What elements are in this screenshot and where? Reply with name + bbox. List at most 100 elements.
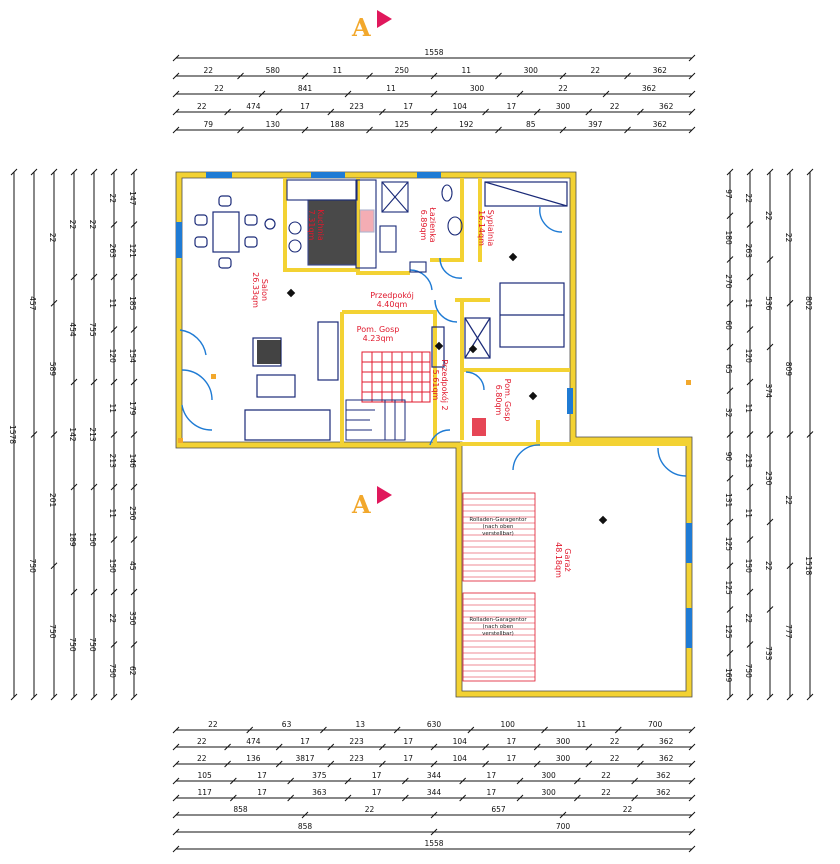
room-area: 6.80qm: [494, 385, 503, 416]
dimension-tick: [172, 72, 180, 80]
dimension-tick: [726, 693, 734, 701]
dimension-tick: [50, 431, 58, 438]
dimension-tick: [430, 126, 438, 134]
dimension-value: 22: [764, 561, 773, 571]
dimension-value: 213: [744, 454, 753, 469]
dimension-tick: [70, 378, 78, 386]
dimension-tick: [130, 326, 138, 333]
chair: [244, 214, 258, 226]
door-swing: [512, 444, 541, 471]
dimension-value: 362: [653, 120, 668, 129]
room-area: 26.33qm: [251, 272, 260, 308]
dimension-value: 130: [266, 120, 281, 129]
section-flag-icon: [377, 10, 392, 28]
dimension-value: 22: [558, 84, 568, 93]
dimension-value: 17: [487, 788, 497, 797]
dimension-value: 300: [542, 788, 557, 797]
dimension-tick: [90, 483, 98, 491]
dimension-tick: [806, 431, 814, 438]
dimension-tick: [786, 562, 794, 570]
section-marker-top: A: [351, 10, 392, 42]
dimension-value: 22: [365, 805, 375, 814]
dimension-tick: [130, 536, 138, 543]
dimension-value: 270: [724, 274, 733, 289]
dimension-tick: [573, 794, 581, 802]
dimension-tick: [30, 693, 38, 701]
dimension-value: 17: [507, 102, 517, 111]
dimension-tick: [344, 777, 352, 785]
dimension-tick: [766, 518, 774, 526]
dimension-tick: [130, 483, 138, 491]
dimension-tick: [275, 108, 283, 116]
dimension-tick: [624, 126, 631, 134]
chair: [194, 236, 208, 248]
room-name: Łazienka: [428, 206, 437, 242]
dimension-value: 13: [356, 720, 366, 729]
dimension-tick: [401, 777, 409, 785]
dimension-value: 454: [68, 322, 77, 337]
door-swing: [434, 299, 458, 323]
dimension-tick: [533, 760, 541, 768]
dimension-value: 17: [403, 754, 413, 763]
dimension-value: 474: [246, 737, 261, 746]
dimension-tick: [482, 743, 489, 751]
dimension-tick: [516, 90, 524, 98]
dresser: [464, 317, 491, 359]
dimension-tick: [301, 811, 309, 819]
dimension-tick: [50, 693, 58, 701]
garage-door-label: verstellbar): [482, 631, 514, 637]
dimension-tick: [172, 794, 180, 802]
dimension-value: 201: [48, 493, 57, 508]
dimension-tick: [766, 693, 774, 701]
dimension-tick: [327, 108, 335, 116]
dimension-tick: [602, 90, 610, 98]
dimension-tick: [786, 299, 794, 307]
room-area: 16.14qm: [477, 210, 486, 246]
dimension-tick: [172, 126, 180, 134]
dimension-value: 17: [300, 102, 310, 111]
dimension-tick: [224, 108, 231, 116]
dimension-value: 22: [744, 193, 753, 203]
dimension-tick: [516, 794, 524, 802]
dimension-tick: [786, 168, 794, 176]
dimension-value: 777: [784, 624, 793, 639]
dimension-value: 362: [656, 788, 671, 797]
window: [417, 172, 441, 178]
dimension-tick: [533, 743, 541, 751]
dimension-value: 750: [48, 624, 57, 639]
dimension-value: 188: [330, 120, 345, 129]
dimension-tick: [585, 743, 593, 751]
room-name: Przedpokój: [370, 290, 414, 300]
dimension-tick: [10, 168, 18, 176]
garage-door-label-1: Rolladen-Garagentor (nach oben verstellb…: [469, 517, 527, 537]
dimension-value: 213: [88, 427, 97, 442]
dimension-value: 185: [128, 296, 137, 311]
dimension-value: 300: [470, 84, 485, 93]
shower: [381, 181, 409, 213]
dimension-value: 22: [601, 771, 611, 780]
dimension-tick: [172, 777, 180, 785]
dimension-tick: [172, 90, 180, 98]
dimension-tick: [50, 168, 58, 176]
dimension-tick: [30, 431, 38, 438]
dimension-value: 362: [659, 754, 674, 763]
room-label: Przedpokój 25.61qm: [431, 359, 450, 410]
dimension-value: 474: [246, 102, 261, 111]
dimension-value: 700: [556, 822, 571, 831]
dimension-tick: [688, 90, 696, 98]
dimension-tick: [224, 743, 231, 751]
dimension-tick: [726, 168, 734, 176]
garage-door-label: Rolladen-Garagentor: [469, 517, 527, 523]
dimension-tick: [746, 641, 754, 648]
dimension-tick: [726, 649, 734, 657]
dimension-value: 213: [108, 454, 117, 469]
dimension-value: 858: [298, 822, 313, 831]
room-name: Garaż: [563, 548, 572, 572]
room-area: 6.89qm: [419, 210, 428, 241]
room-name: Sypialnia: [486, 210, 495, 247]
dimension-tick: [766, 343, 774, 351]
doors: [179, 206, 687, 477]
dimension-value: 223: [349, 737, 364, 746]
dimension-value: 750: [28, 559, 37, 574]
